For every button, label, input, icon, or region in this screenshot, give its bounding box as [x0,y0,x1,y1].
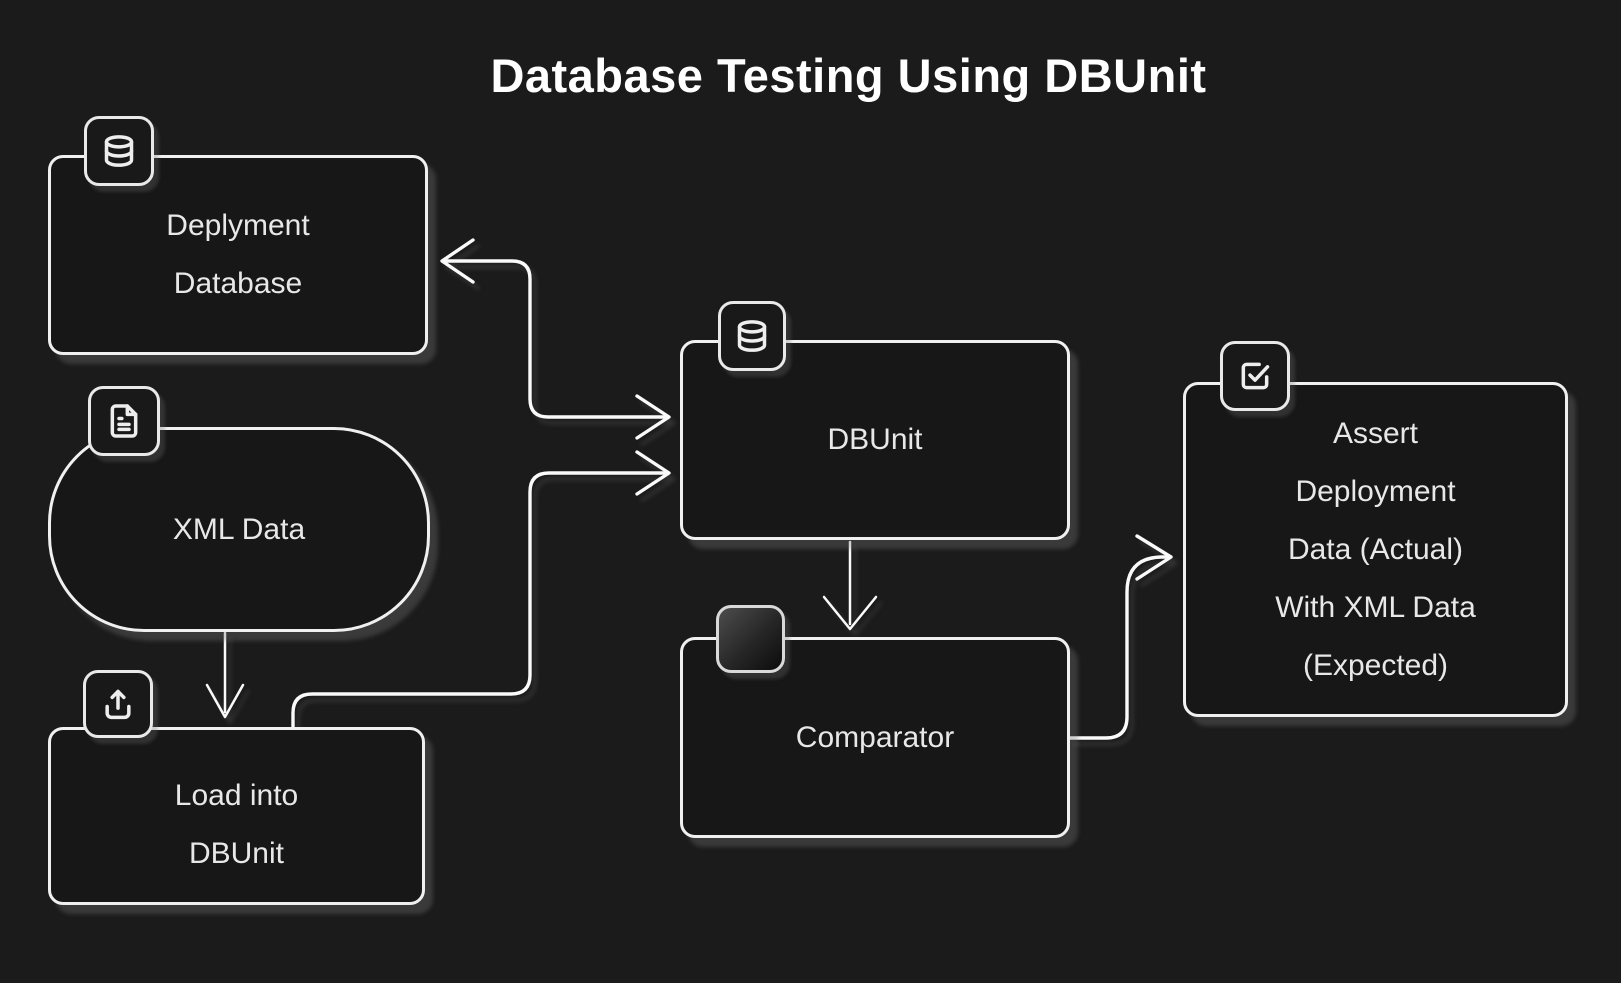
node-load-into-dbunit: Load into DBUnit [48,670,425,905]
upload-icon [83,670,153,738]
node-dbunit: DBUnit [680,301,1070,540]
arrowhead-right [1135,534,1173,581]
edge-dbunit-to-comparator [822,540,878,631]
arrowhead-down [822,595,878,631]
check-square-icon [1220,341,1290,411]
node-deployment-database: Deplyment Database [48,116,428,355]
node-label: XML Data [172,512,306,546]
node-xml-data: XML Data [48,386,430,632]
database-icon [718,301,786,371]
node-comparator: Comparator [680,605,1070,838]
node-label: Comparator [795,720,955,754]
node-label: Assert Deployment Data (Actual) With XML… [1275,416,1476,682]
database-icon [84,116,154,186]
edge-comparator-to-assert [1068,534,1173,740]
edge-xml-data-to-load-into-dbunit [205,631,245,719]
diagram-title: Database Testing Using DBUnit [490,49,1207,102]
file-text-icon [88,386,160,456]
arrowhead-right [635,394,671,440]
node-assert-deployment-data: Assert Deployment Data (Actual) With XML… [1183,341,1568,717]
arrowhead-down [205,683,245,719]
node-label: Deplyment Database [166,209,310,300]
node-label: Load into DBUnit [174,779,299,870]
node-label: DBUnit [827,423,923,456]
filled-square-badge [716,605,785,673]
arrowhead-right [635,450,671,496]
arrowhead-left [440,238,475,284]
edge-dbunit-deployment-database [440,238,671,440]
